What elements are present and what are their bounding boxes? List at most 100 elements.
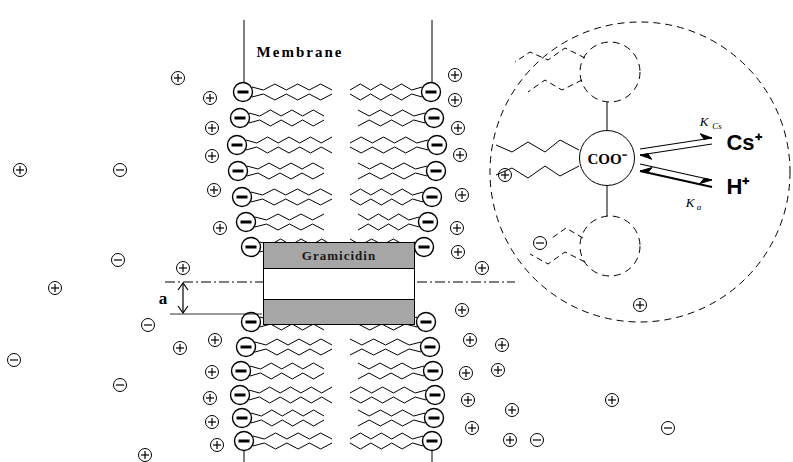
gramicidin-channel: Gramicidin xyxy=(263,242,415,325)
anion xyxy=(142,319,155,332)
charged-head xyxy=(237,338,256,357)
constant-subscript: a xyxy=(697,203,702,212)
lipid-tail xyxy=(246,147,332,153)
charged-head xyxy=(242,238,261,257)
membrane-boundary xyxy=(244,450,245,462)
charged-head xyxy=(233,409,252,428)
charged-head xyxy=(419,213,438,232)
lipid-tail xyxy=(252,84,332,90)
charged-head xyxy=(242,313,261,332)
cation xyxy=(172,72,185,85)
anion xyxy=(114,164,127,177)
cation xyxy=(464,334,477,347)
constant-subscript: Cs xyxy=(712,122,722,131)
charged-head xyxy=(234,83,253,102)
lipid-tail xyxy=(249,397,332,403)
lipid-tail xyxy=(350,199,423,205)
cation xyxy=(206,150,219,163)
anion xyxy=(531,434,544,447)
group-formula: COO⁻ xyxy=(587,148,626,168)
lipid-tail xyxy=(358,420,425,426)
membrane-boundary xyxy=(432,20,433,84)
lipid-tail xyxy=(350,137,428,143)
cation xyxy=(466,422,479,435)
cation xyxy=(506,404,519,417)
equilibrium-arrow xyxy=(640,168,712,187)
lipid-tail xyxy=(250,363,324,369)
cation xyxy=(499,169,512,182)
cation xyxy=(454,149,467,162)
cation xyxy=(206,416,219,429)
cation xyxy=(496,339,509,352)
lipid-tail xyxy=(350,443,423,449)
cation xyxy=(449,69,462,82)
anion xyxy=(662,422,675,435)
lipid-tail xyxy=(251,199,332,205)
charged-head xyxy=(422,83,441,102)
lipid-tail xyxy=(253,443,332,449)
cation xyxy=(452,246,465,259)
charged-head xyxy=(428,136,447,155)
charged-head xyxy=(417,313,436,332)
lipid-tail xyxy=(247,173,324,179)
lipid-tail xyxy=(249,110,324,116)
lipid-heads xyxy=(228,83,447,451)
cation xyxy=(204,392,217,405)
dimension-label: a xyxy=(159,290,168,307)
anion xyxy=(8,354,21,367)
lipid-tail xyxy=(247,163,324,169)
lipid-tail xyxy=(251,410,324,416)
lipid-tail xyxy=(350,147,428,153)
proton: H⁺ xyxy=(727,176,750,198)
charged-head xyxy=(421,338,440,357)
lipid-tail xyxy=(350,189,423,195)
lipid-tail xyxy=(350,84,422,90)
cation xyxy=(606,394,619,407)
charged-head xyxy=(425,409,444,428)
lipid-tail xyxy=(358,363,424,369)
cation xyxy=(206,122,219,135)
cation xyxy=(209,334,222,347)
dimension-arrow xyxy=(170,283,262,314)
charged-head xyxy=(231,386,250,405)
cation xyxy=(452,122,465,135)
cation xyxy=(139,449,152,462)
lipid-tail xyxy=(358,224,419,230)
lipid-tail xyxy=(249,387,332,393)
cation xyxy=(462,394,475,407)
charged-head xyxy=(232,362,251,381)
cesium-ion: Cs⁺ xyxy=(726,132,761,154)
cation xyxy=(492,364,505,377)
charged-head xyxy=(237,213,256,232)
charged-head xyxy=(415,238,434,257)
cation xyxy=(49,282,62,295)
carboxyl-group: COO⁻ xyxy=(579,130,635,186)
anion xyxy=(112,254,125,267)
lipid-tail xyxy=(350,349,421,355)
charged-head xyxy=(426,386,445,405)
membrane-title: Membrane xyxy=(254,44,347,61)
ions xyxy=(8,69,675,462)
cation xyxy=(451,222,464,235)
lipid-tail xyxy=(255,224,324,230)
charged-head xyxy=(235,432,254,451)
charged-head xyxy=(228,136,247,155)
equilibrium-arrow xyxy=(640,144,712,159)
cation xyxy=(456,189,469,202)
charged-head xyxy=(427,162,446,181)
lipid-tail xyxy=(350,397,426,403)
lipid-tail xyxy=(255,349,332,355)
cation xyxy=(174,342,187,355)
lipid-tail xyxy=(358,410,425,416)
lipid-tail xyxy=(350,94,422,100)
channel-name: Gramicidin xyxy=(302,248,376,264)
cation xyxy=(14,164,27,177)
lipid-tail xyxy=(358,373,424,379)
charged-head xyxy=(231,109,250,128)
lipid-tail xyxy=(255,214,324,220)
lipid-tail xyxy=(255,339,332,345)
lipid-tail xyxy=(251,189,332,195)
